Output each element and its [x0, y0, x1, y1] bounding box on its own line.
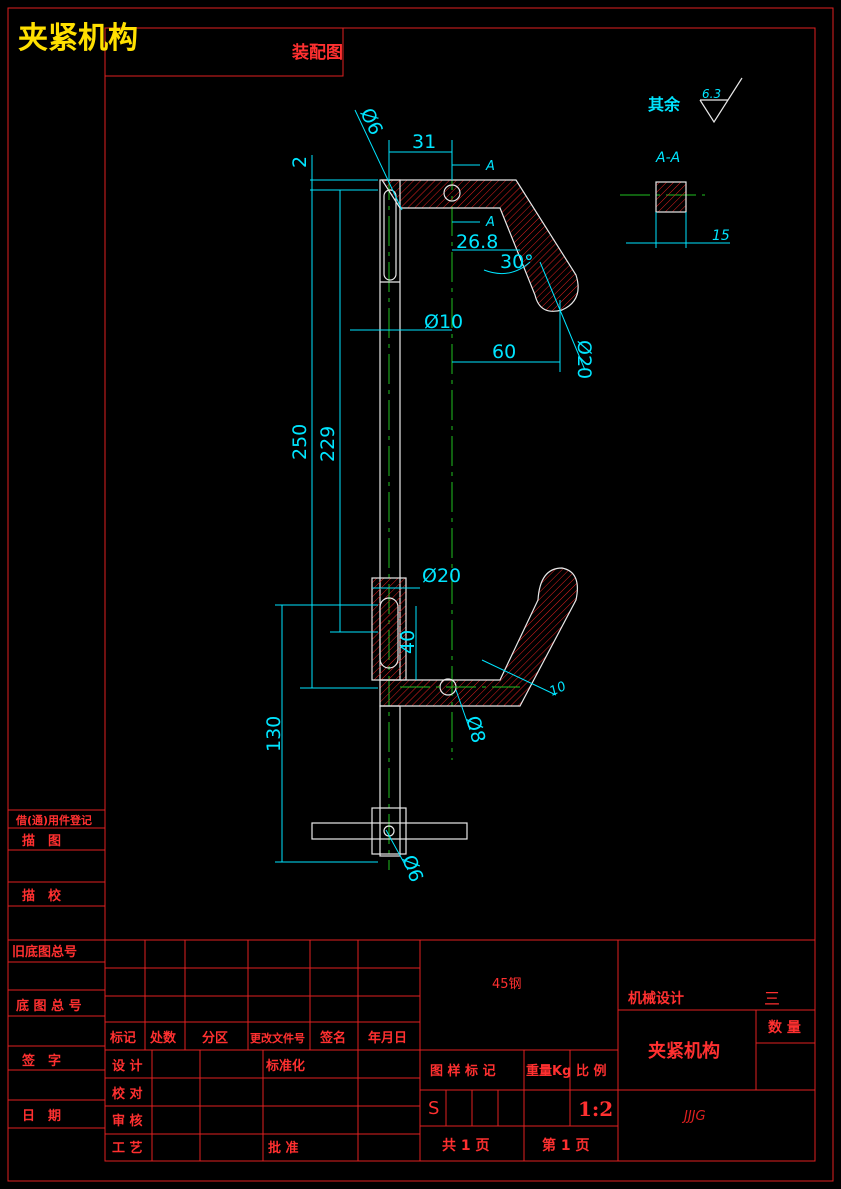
- dim-60: 60: [492, 341, 516, 363]
- t-handle: [311, 807, 468, 855]
- tb-check: 校 对: [112, 1086, 143, 1102]
- tb-page-no: 第 1 页: [542, 1137, 590, 1154]
- tb-part-name: 夹紧机构: [648, 1040, 720, 1062]
- dim-30deg: 30°: [500, 251, 534, 273]
- dimension-lines: [275, 109, 586, 871]
- tb-stage-mark: 图 样 标 记: [430, 1063, 496, 1079]
- tb-doc-no: 更改文件号: [250, 1031, 305, 1045]
- dim-130: 130: [263, 716, 285, 752]
- strip-trace: 描 图: [22, 833, 61, 849]
- upper-pivot-hole: [443, 184, 461, 202]
- tb-code: JJJG: [681, 1109, 706, 1124]
- dim-phi20-right: Ø20: [573, 340, 595, 379]
- dim-40: 40: [397, 630, 419, 654]
- main-rod: [379, 179, 401, 857]
- dim-15: 15: [712, 228, 730, 244]
- dim-31: 31: [412, 131, 436, 153]
- section-label: A-A: [655, 150, 680, 166]
- lower-lever-arm: [379, 567, 578, 707]
- center-lines: [388, 160, 705, 870]
- tb-sign: 签名: [319, 1030, 346, 1046]
- upper-lever-arm: [380, 179, 579, 312]
- tb-material: 45钢: [492, 977, 522, 992]
- tb-zone: 分区: [202, 1030, 228, 1046]
- tb-stage-value: S: [428, 1098, 439, 1119]
- tb-weight: 重量Kg: [526, 1063, 571, 1079]
- tb-date: 年月日: [368, 1030, 407, 1046]
- inner-border: [104, 27, 816, 1162]
- tb-course-no: 三: [764, 989, 780, 1008]
- tb-quantity: 数 量: [768, 1019, 801, 1036]
- section-marker-bottom: A: [485, 215, 495, 230]
- tb-approve: 批 准: [268, 1140, 299, 1156]
- dim-phi20: Ø20: [422, 565, 461, 587]
- stamp-box: [104, 27, 344, 77]
- section-marker-top: A: [485, 159, 495, 174]
- dim-phi6-bottom: Ø6: [397, 852, 427, 885]
- title-block-grid: [105, 939, 815, 1161]
- tb-design: 设 计: [112, 1058, 143, 1074]
- dim-26-8: 26.8: [456, 231, 498, 253]
- drawing-title: 夹紧机构: [18, 21, 138, 56]
- dim-phi10: Ø10: [424, 311, 463, 333]
- dim-phi6-top: Ø6: [355, 105, 386, 139]
- strip-borrowed-parts: 借(通)用件登记: [15, 813, 92, 827]
- tb-scale-value: 1:2: [578, 1097, 613, 1121]
- tb-process: 工 艺: [112, 1140, 143, 1156]
- dim-2: 2: [289, 156, 311, 168]
- roughness-symbol-icon: [699, 77, 743, 124]
- sliding-block: [371, 577, 407, 681]
- dim-phi8: Ø8: [461, 714, 489, 746]
- tb-course: 机械设计: [628, 990, 684, 1007]
- section-view-a-a: [626, 181, 730, 248]
- tb-scale-label: 比 例: [576, 1063, 607, 1079]
- strip-trace-check: 描 校: [22, 888, 62, 904]
- dim-10: 10: [547, 679, 568, 700]
- strip-old-base-no: 旧底图总号: [12, 944, 77, 960]
- tb-count: 处数: [149, 1030, 177, 1046]
- strip-base-total-no: 底 图 总 号: [16, 998, 82, 1014]
- assembly-stamp: 装配图: [291, 42, 343, 63]
- strip-date: 日 期: [22, 1109, 61, 1124]
- strip-signature: 签 字: [21, 1053, 61, 1069]
- tb-mark: 标记: [109, 1030, 136, 1046]
- tb-standard: 标准化: [265, 1058, 305, 1074]
- dim-250: 250: [289, 424, 311, 460]
- dim-229: 229: [317, 426, 339, 462]
- tb-total-pages: 共 1 页: [442, 1137, 490, 1154]
- roughness-label: 其余: [648, 95, 681, 114]
- tb-review: 审 核: [112, 1113, 143, 1129]
- outer-border: [7, 7, 834, 1182]
- roughness-value: 6.3: [702, 87, 721, 101]
- left-strip: [8, 809, 105, 1129]
